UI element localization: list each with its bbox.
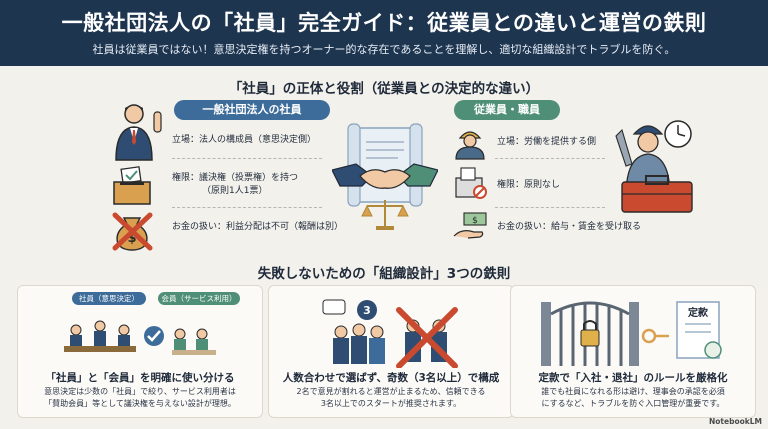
employee-row-position: 立場：労働を提供する側: [497, 137, 597, 147]
meeting-check-icon: [64, 320, 216, 355]
card2-description: 2名で意見が割れると運営が止まるため、信頼できる 3名以上でのスタートが推奨され…: [275, 386, 507, 409]
member-person-icon: [115, 104, 162, 161]
card1-desc-line1: 意思決定は少数の「社員」で絞り、サービス利用者は: [44, 387, 236, 396]
page-subtitle: 社員は従業員ではない！意思決定権を持つオーナー的な存在であることを理解し、適切な…: [92, 43, 676, 56]
rule-card-2: 3 人数合わせで選ばず、奇数（3名以上）で構成 2名で意見が割れると運営が止まる…: [268, 285, 514, 418]
member-label: 一般社団法人の社員: [174, 100, 330, 120]
divider: [172, 207, 322, 208]
member-row-authority: 権限：議決権（投票権）を持つ: [172, 173, 299, 183]
member-row-position: 立場：法人の構成員（意思決定側）: [172, 135, 317, 145]
card3-heading: 定款で「入社・退社」のルールを厳格化: [538, 372, 728, 384]
card2-desc-line1: 2名で意見が割れると運営が止まるため、信頼できる: [296, 387, 486, 396]
employee-row-authority: 権限：原則なし: [497, 180, 561, 190]
svg-text:$: $: [472, 216, 478, 226]
card1-tag-associates: 会員（サービス利用）: [158, 292, 240, 305]
odd-number-team-icon: 3: [322, 299, 458, 368]
card3-desc-line2: にするなど、トラブルを防ぐ入口管理が重要です。: [541, 398, 725, 408]
svg-text:$: $: [127, 231, 136, 246]
employee-label: 従業員・職員: [454, 100, 560, 120]
member-row-authority-note: （原則1人1票）: [202, 186, 268, 196]
card1-heading: 「社員」と「会員」を明確に使い分ける: [45, 372, 235, 384]
gate-and-bylaws-icon: 定款: [541, 301, 722, 366]
odd-number-badge: 3: [363, 304, 371, 317]
divider: [495, 207, 605, 208]
section1-title: 「社員」の正体と役割（従業員との決定的な違い）: [228, 81, 540, 97]
mechanic-icon: [615, 120, 693, 213]
rule-card-1: 社員（意思決定） 会員（サービス利用） 「社員」と「会員」を明確に使い分ける 意…: [17, 285, 263, 418]
no-profit-icon: $: [112, 212, 153, 251]
ballot-box-icon: [113, 166, 151, 205]
salary-icon: $: [453, 212, 487, 239]
divider: [495, 158, 605, 159]
employee-row-money: お金の扱い：給与・賃金を受け取る: [497, 222, 642, 232]
header-banner: 一般社団法人の「社員」完全ガイド：従業員との違いと運営の鉄則 社員は従業員ではな…: [0, 0, 768, 66]
member-row-money: お金の扱い：利益分配は不可（報酬は別）: [172, 222, 344, 232]
worker-icon: [455, 131, 485, 160]
notebooklm-watermark: NotebookLM: [708, 417, 762, 426]
card2-desc-line2: 3名以上でのスタートが推奨されます。: [320, 398, 462, 408]
page-title: 一般社団法人の「社員」完全ガイド：従業員との違いと運営の鉄則: [61, 11, 707, 35]
card1-description: 意思決定は少数の「社員」で絞り、サービス利用者は 「賛助会員」等として議決権を与…: [24, 386, 256, 409]
rule-card-3: 定款 定款で「入社・退社」のルールを厳格化 誰でも社員になれる形は避け、理事会の…: [510, 285, 756, 418]
no-vote-icon: [455, 167, 487, 199]
card3-description: 誰でも社員になれる形は避け、理事会の承認を必須 にするなど、トラブルを防ぐ入口管…: [517, 386, 749, 409]
divider: [172, 158, 322, 159]
card1-tag-members: 社員（意思決定）: [72, 292, 146, 305]
card3-desc-line1: 誰でも社員になれる形は避け、理事会の承認を必須: [541, 387, 725, 396]
card2-heading: 人数合わせで選ばず、奇数（3名以上）で構成: [282, 372, 500, 384]
bylaws-doc-label: 定款: [688, 306, 709, 319]
card1-desc-line2: 「賛助会員」等として議決権を与えない設計が理想。: [44, 398, 236, 408]
section2-title: 失敗しないための「組織設計」3つの鉄則: [257, 266, 511, 282]
handshake-contract-icon: [332, 123, 438, 230]
